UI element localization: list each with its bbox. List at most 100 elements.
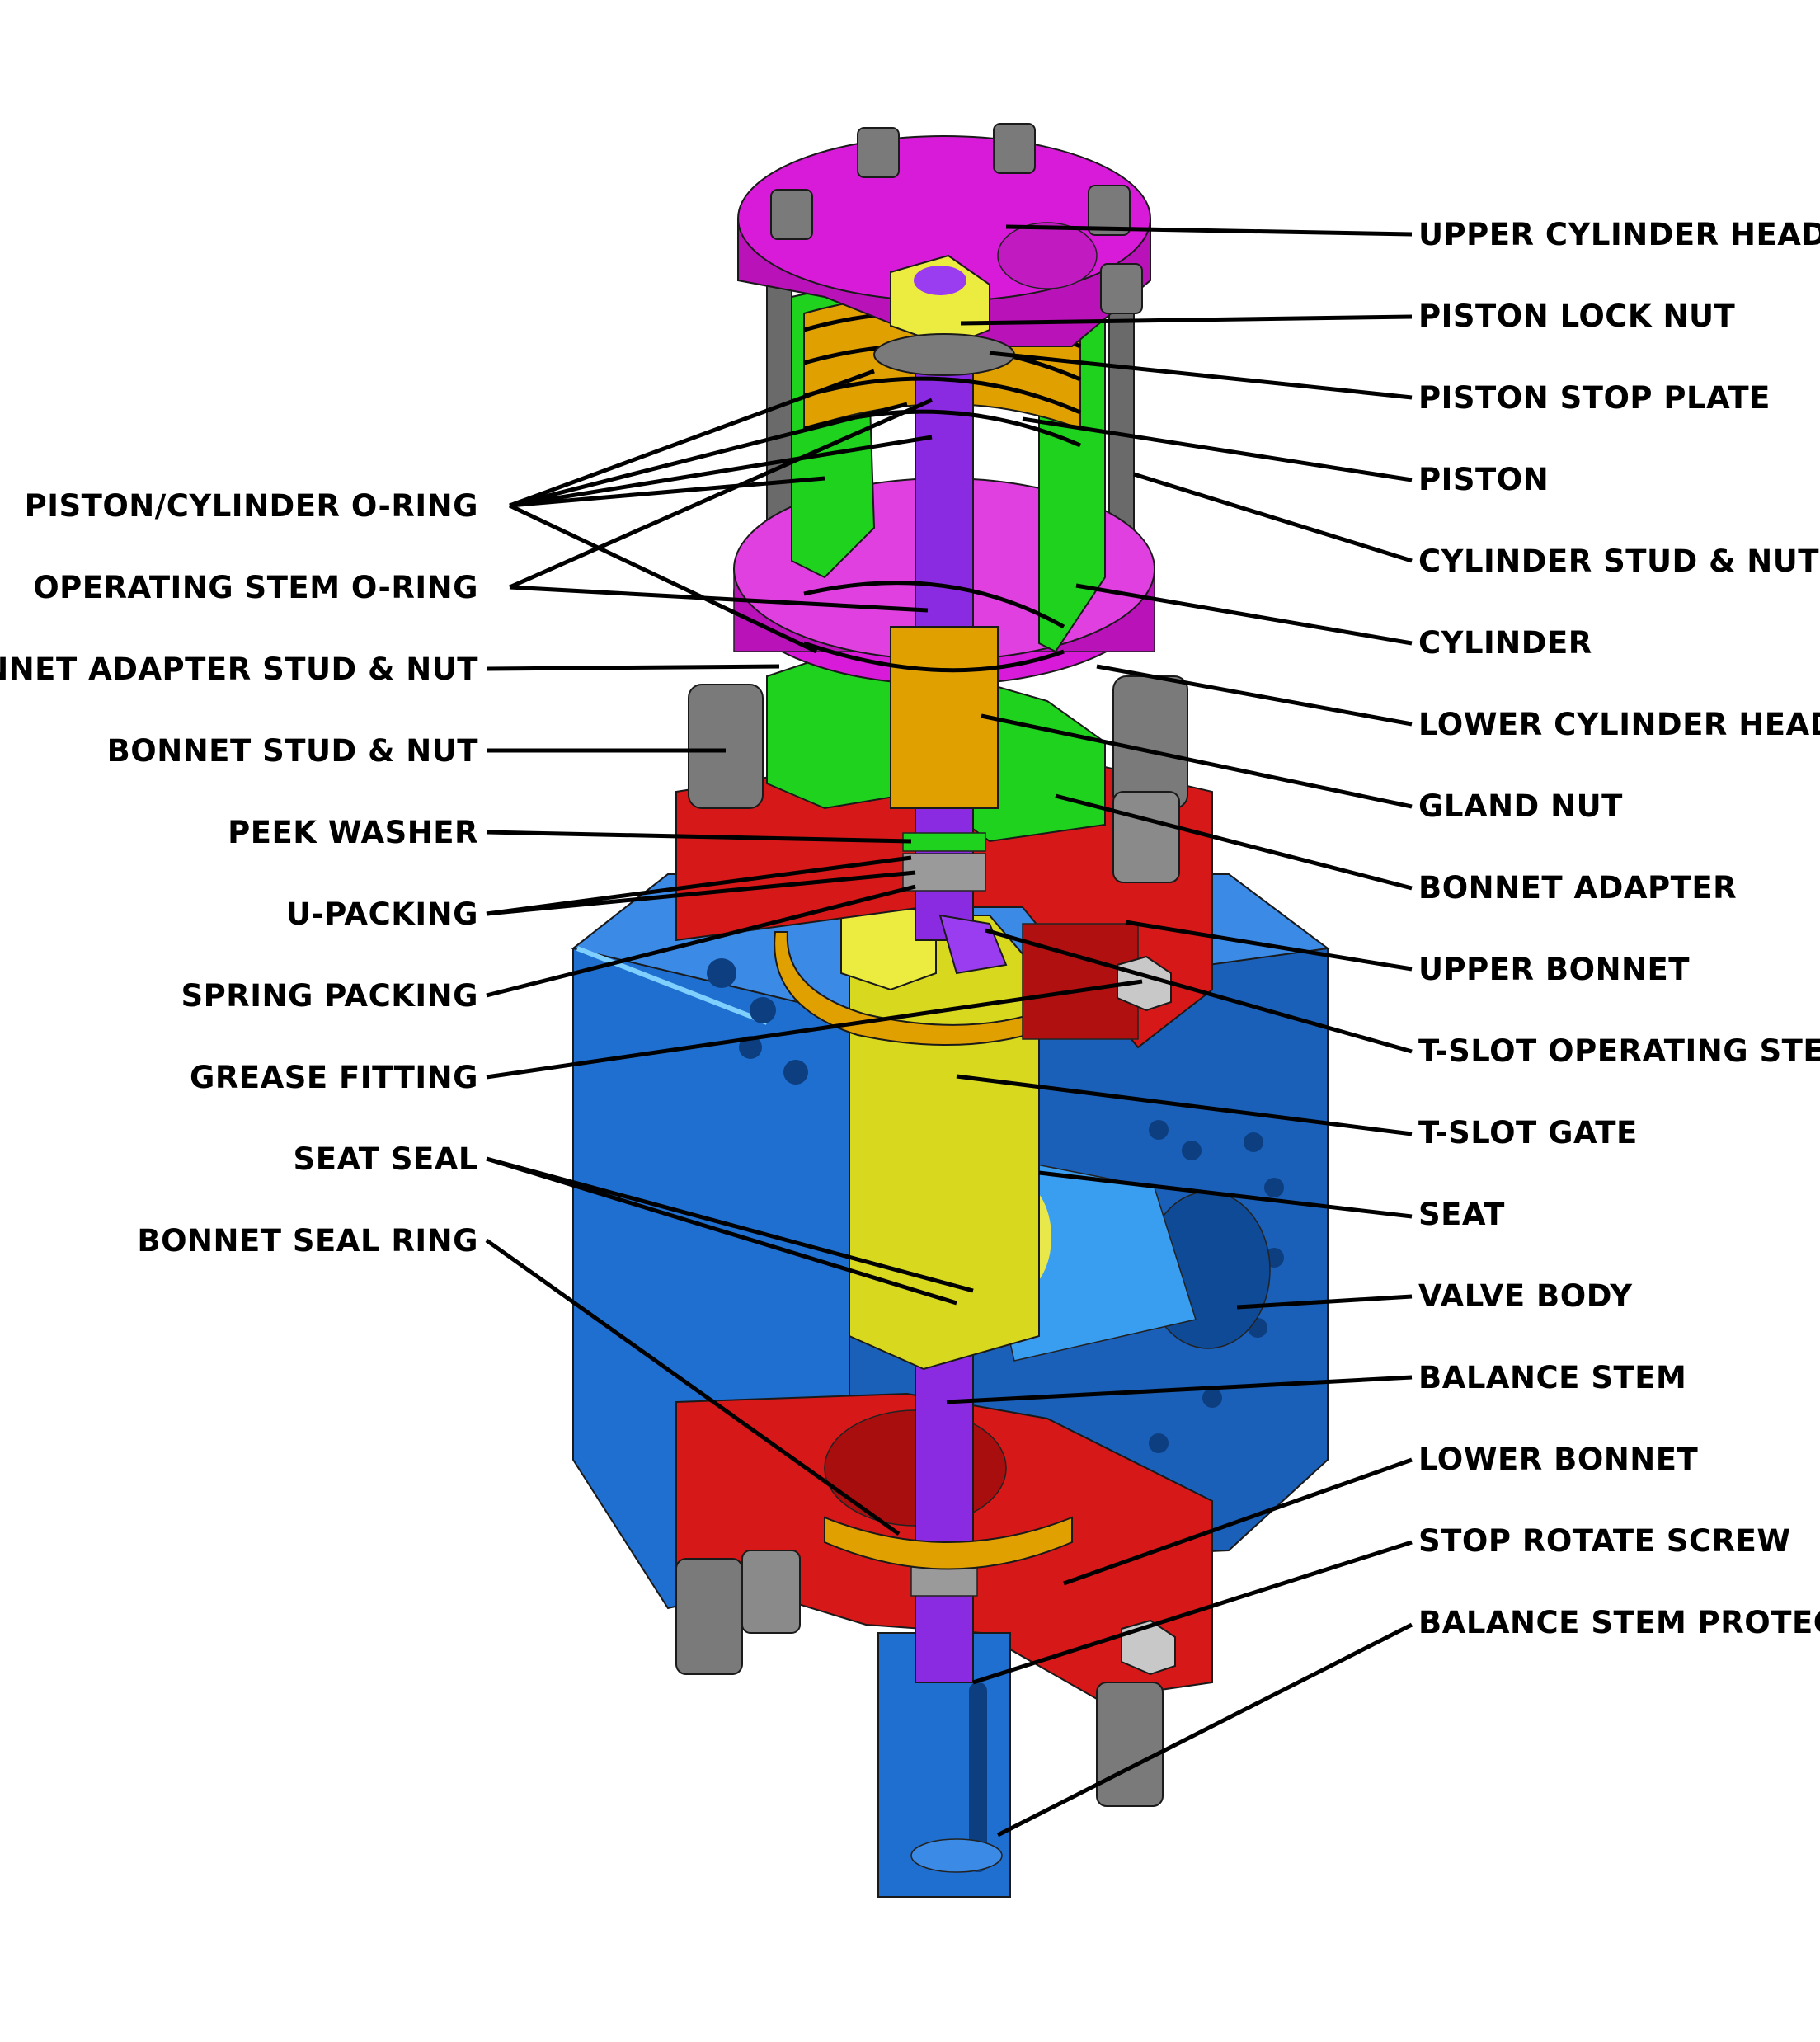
body-hole-r4 — [1264, 1178, 1284, 1197]
bonnet-studs — [688, 675, 1188, 883]
leader-piston-cylinder-oring-5 — [508, 503, 818, 654]
leader-piston-cylinder-oring-2 — [509, 402, 908, 508]
lower-stud-3 — [1096, 1682, 1164, 1807]
body-hole-r7 — [1202, 1388, 1222, 1408]
o-ring-3 — [803, 376, 1082, 415]
label-operating-stem-o-ring: OPERATING STEM O-RING — [33, 570, 478, 605]
bonnet-stud-1 — [688, 684, 764, 809]
leader-cylinder-stud-nut — [1133, 472, 1413, 563]
label-lower-cylinder-head: LOWER CYLINDER HEAD — [1418, 707, 1820, 742]
body-hole-r3 — [1244, 1132, 1263, 1152]
label-piston-lock-nut: PISTON LOCK NUT — [1418, 299, 1736, 334]
label-bonnet-stud-nut: BONNET STUD & NUT — [107, 733, 479, 769]
label-lower-bonnet: LOWER BONNET — [1418, 1442, 1699, 1477]
label-bonnet-seal-ring: BONNET SEAL RING — [137, 1223, 478, 1259]
leader-piston-cylinder-oring-1 — [509, 369, 875, 508]
labels-left: PISTON/CYLINDER O-RING OPERATING STEM O-… — [0, 488, 478, 1259]
lower-stud-2 — [741, 1550, 801, 1634]
head-bolt-5 — [1100, 263, 1143, 314]
label-upper-cylinder-head: UPPER CYLINDER HEAD — [1418, 217, 1820, 252]
piston-lock-nut-top — [914, 266, 966, 295]
label-bonnet-adapter: BONNET ADAPTER — [1418, 870, 1737, 906]
body-hole-r1 — [1149, 1120, 1169, 1140]
peek-washer — [902, 832, 986, 852]
body-hole-3 — [739, 1036, 762, 1059]
leader-t-slot-gate — [956, 1074, 1413, 1136]
leader-lower-bonnet — [1063, 1457, 1413, 1586]
label-seat-seal: SEAT SEAL — [294, 1141, 478, 1177]
bonnet-stud-3 — [1112, 791, 1180, 883]
o-ring-5 — [803, 581, 1065, 629]
leader-piston-cylinder-oring-4 — [509, 476, 825, 508]
o-ring-6 — [803, 641, 1065, 673]
leader-u-packing-1 — [486, 855, 912, 916]
label-u-packing: U-PACKING — [286, 896, 478, 932]
leader-piston — [1022, 416, 1413, 482]
label-t-slot-operating-stem: T-SLOT OPERATING STEM — [1418, 1033, 1820, 1069]
leader-t-slot-operating-stem — [985, 928, 1413, 1054]
upper-head-recess — [997, 222, 1098, 289]
leader-bonnet-seal-ring — [485, 1238, 901, 1536]
leader-bonnet-adapter-stud — [486, 664, 780, 671]
label-piston-stop-plate: PISTON STOP PLATE — [1418, 380, 1771, 416]
protector-cup — [910, 1838, 1003, 1873]
label-t-slot-gate: T-SLOT GATE — [1418, 1115, 1638, 1150]
t-slot-gate — [774, 897, 1065, 1371]
label-piston: PISTON — [1418, 462, 1549, 497]
body-hole-r8 — [1149, 1433, 1169, 1453]
leader-piston-cylinder-oring-3 — [509, 435, 933, 508]
label-balance-stem-protector: BALANCE STEM PROTECTOR — [1418, 1605, 1820, 1640]
lower-bonnet-seal-ring — [824, 1516, 1073, 1570]
leader-cylinder — [1075, 583, 1413, 646]
head-bolt-4 — [1088, 185, 1131, 236]
body-hole-1 — [707, 958, 736, 988]
leader-seat-seal-1 — [486, 1156, 974, 1293]
leader-gland-nut — [981, 713, 1413, 809]
leader-balance-stem-protector — [996, 1622, 1413, 1837]
protector-slot — [969, 1682, 987, 1872]
balance-stem-packing — [910, 1566, 978, 1597]
leader-peek-washer — [486, 830, 912, 844]
label-cylinder: CYLINDER — [1418, 625, 1592, 661]
body-hole-2 — [750, 997, 776, 1023]
body-hole-r2 — [1182, 1141, 1202, 1160]
t-slot-operating-stem — [915, 263, 974, 941]
leader-stop-rotate-screw — [972, 1540, 1413, 1685]
leader-piston-stop-plate — [989, 351, 1413, 400]
leader-bonnet-adapter — [1055, 793, 1413, 891]
leader-balance-stem — [946, 1375, 1413, 1404]
leader-upper-cylinder-head — [1005, 224, 1413, 237]
u-packing — [902, 853, 986, 892]
label-balance-stem: BALANCE STEM — [1418, 1360, 1686, 1395]
upper-head-bolts — [770, 123, 1143, 314]
label-valve-body: VALVE BODY — [1418, 1278, 1633, 1314]
leader-operating-stem-oring-2 — [508, 398, 934, 590]
valve-body-highlight — [576, 946, 769, 1025]
label-spring-packing: SPRING PACKING — [181, 978, 478, 1014]
label-cylinder-stud-nut: CYLINDER STUD & NUT — [1418, 543, 1819, 579]
label-grease-fitting: GREASE FITTING — [190, 1060, 478, 1095]
leader-seat-seal-2 — [486, 1156, 957, 1306]
body-hole-4 — [783, 1060, 808, 1085]
lower-stud-1 — [675, 1558, 743, 1675]
gland-nut — [890, 626, 999, 809]
head-bolt-2 — [993, 123, 1036, 174]
leader-seat — [1038, 1170, 1413, 1219]
label-piston-cylinder-o-ring: PISTON/CYLINDER O-RING — [25, 488, 478, 524]
head-bolt-3 — [770, 189, 813, 240]
stop-rotate-screw-nut — [1121, 1619, 1176, 1676]
leader-grease-fitting — [486, 979, 1143, 1080]
lower-studs — [675, 1550, 1176, 1807]
valve-illustration — [571, 123, 1330, 1898]
balance-stem — [915, 1319, 974, 1683]
head-bolt-1 — [857, 127, 900, 178]
leader-upper-bonnet — [1125, 920, 1413, 972]
label-stop-rotate-screw: STOP ROTATE SCREW — [1418, 1523, 1791, 1559]
leader-spring-packing — [486, 884, 916, 998]
labels-right: UPPER CYLINDER HEAD PISTON LOCK NUT PIST… — [1418, 217, 1820, 1640]
label-peek-washer: PEEK WASHER — [228, 815, 478, 850]
label-upper-bonnet: UPPER BONNET — [1418, 952, 1690, 987]
leader-lower-cylinder-head — [1096, 664, 1413, 727]
leader-valve-body — [1236, 1294, 1413, 1310]
